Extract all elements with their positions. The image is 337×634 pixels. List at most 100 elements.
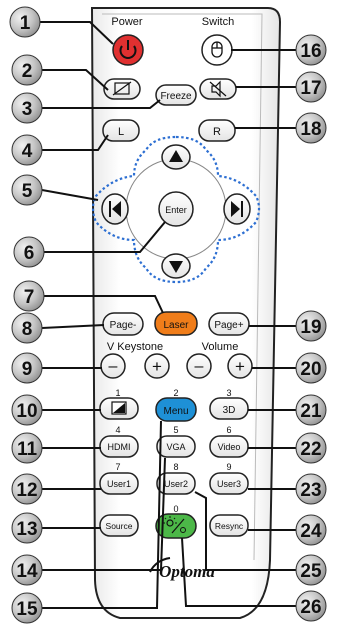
video-button-label: Video: [218, 442, 241, 452]
keystone-minus-label: –: [109, 358, 118, 375]
callout-14: 14: [12, 555, 42, 585]
callout-5-number: 5: [22, 181, 33, 202]
volume-plus-label: +: [235, 357, 245, 376]
callout-8: 8: [12, 313, 42, 343]
r-button[interactable]: R: [199, 120, 235, 141]
key-number-2: 2: [173, 388, 178, 398]
key-number-5: 5: [173, 425, 178, 435]
laser-button-label: Laser: [163, 320, 189, 331]
callout-20-number: 20: [300, 359, 321, 380]
callout-4: 4: [12, 135, 42, 165]
callout-25: 25: [296, 555, 326, 585]
callout-16-number: 16: [300, 41, 321, 62]
callout-18: 18: [296, 113, 326, 143]
dpad-down-button[interactable]: [162, 254, 190, 278]
keystone-plus-button[interactable]: +: [145, 354, 169, 378]
user3-button-label: User3: [217, 479, 241, 489]
volume-plus-button[interactable]: +: [228, 354, 252, 378]
callout-11: 11: [12, 433, 42, 463]
aspect-ratio-button[interactable]: [100, 398, 138, 419]
resync-button-label: Resync: [215, 521, 244, 531]
volume-minus-button[interactable]: –: [187, 354, 211, 378]
enter-button[interactable]: Enter: [159, 192, 193, 226]
callout-16: 16: [296, 35, 326, 65]
callout-14-number: 14: [16, 561, 38, 582]
callout-10-number: 10: [16, 401, 37, 422]
user3-button[interactable]: User3: [210, 473, 248, 494]
key-number-0: 0: [173, 504, 178, 514]
callout-1-number: 1: [20, 13, 31, 34]
callout-24-number: 24: [300, 521, 322, 542]
laser-button[interactable]: Laser: [155, 312, 197, 335]
mute-button[interactable]: [200, 79, 236, 99]
volume-label: Volume: [202, 341, 239, 353]
callout-9-number: 9: [22, 359, 33, 380]
callout-8-number: 8: [22, 319, 33, 340]
callout-7-number: 7: [24, 287, 35, 308]
video-button[interactable]: Video: [210, 436, 248, 457]
callout-26: 26: [296, 591, 326, 621]
aspect-ratio-icon: [112, 402, 126, 414]
callout-2-number: 2: [22, 61, 33, 82]
callout-9: 9: [12, 353, 42, 383]
callout-13-number: 13: [16, 519, 37, 540]
callout-19: 19: [296, 311, 326, 341]
callout-24: 24: [296, 515, 326, 545]
callout-1: 1: [10, 7, 40, 37]
dpad-right-button[interactable]: [224, 194, 250, 224]
callout-15: 15: [12, 593, 42, 623]
page-up-button[interactable]: Page+: [209, 313, 249, 335]
hdmi-button-label: HDMI: [108, 442, 131, 452]
keystone-plus-label: +: [152, 357, 162, 376]
key-number-9: 9: [226, 462, 231, 472]
callout-22-number: 22: [300, 439, 321, 460]
vga-button[interactable]: VGA: [157, 436, 195, 457]
blank-screen-button[interactable]: [104, 79, 140, 99]
dpad-left-button[interactable]: [102, 194, 128, 224]
user2-button-label: User2: [164, 479, 188, 489]
keystone-minus-button[interactable]: –: [101, 354, 125, 378]
callout-19-number: 19: [300, 317, 321, 338]
l-button-label: L: [118, 126, 124, 138]
menu-button[interactable]: Menu: [156, 398, 196, 421]
callout-17-number: 17: [300, 78, 321, 99]
power-label: Power: [111, 16, 143, 28]
page-down-button[interactable]: Page-: [103, 313, 143, 335]
callout-20: 20: [296, 353, 326, 383]
key-number-3: 3: [226, 388, 231, 398]
switch-button[interactable]: [202, 35, 232, 65]
callout-15-number: 15: [16, 599, 38, 620]
resync-button[interactable]: Resync: [210, 515, 248, 536]
r-button-label: R: [213, 126, 221, 138]
hdmi-button[interactable]: HDMI: [100, 436, 138, 457]
callout-4-number: 4: [22, 141, 33, 162]
freeze-button-label: Freeze: [160, 91, 192, 102]
user2-button[interactable]: User2: [157, 473, 195, 494]
key-number-8: 8: [173, 462, 178, 472]
page-down-label: Page-: [110, 320, 137, 331]
user1-button[interactable]: User1: [100, 473, 138, 494]
volume-minus-label: –: [195, 358, 204, 375]
enter-button-label: Enter: [165, 205, 187, 215]
vkeystone-label: V Keystone: [107, 341, 163, 353]
key-number-4: 4: [115, 425, 120, 435]
page-up-label: Page+: [214, 320, 243, 331]
l-button[interactable]: L: [103, 120, 139, 141]
callout-13: 13: [12, 513, 42, 543]
callout-18-number: 18: [300, 119, 321, 140]
power-button[interactable]: [113, 35, 143, 65]
callout-2: 2: [12, 55, 42, 85]
dpad-up-button[interactable]: [162, 145, 190, 169]
key-number-7: 7: [115, 462, 120, 472]
user1-button-label: User1: [107, 479, 131, 489]
switch-label: Switch: [202, 16, 234, 28]
callout-10: 10: [12, 395, 42, 425]
callout-3: 3: [12, 93, 42, 123]
callout-12: 12: [12, 474, 42, 504]
callout-6-number: 6: [24, 243, 35, 264]
3d-button[interactable]: 3D: [210, 398, 248, 419]
source-button[interactable]: Source: [100, 515, 138, 536]
3d-button-label: 3D: [223, 405, 236, 416]
freeze-button[interactable]: Freeze: [156, 85, 196, 105]
